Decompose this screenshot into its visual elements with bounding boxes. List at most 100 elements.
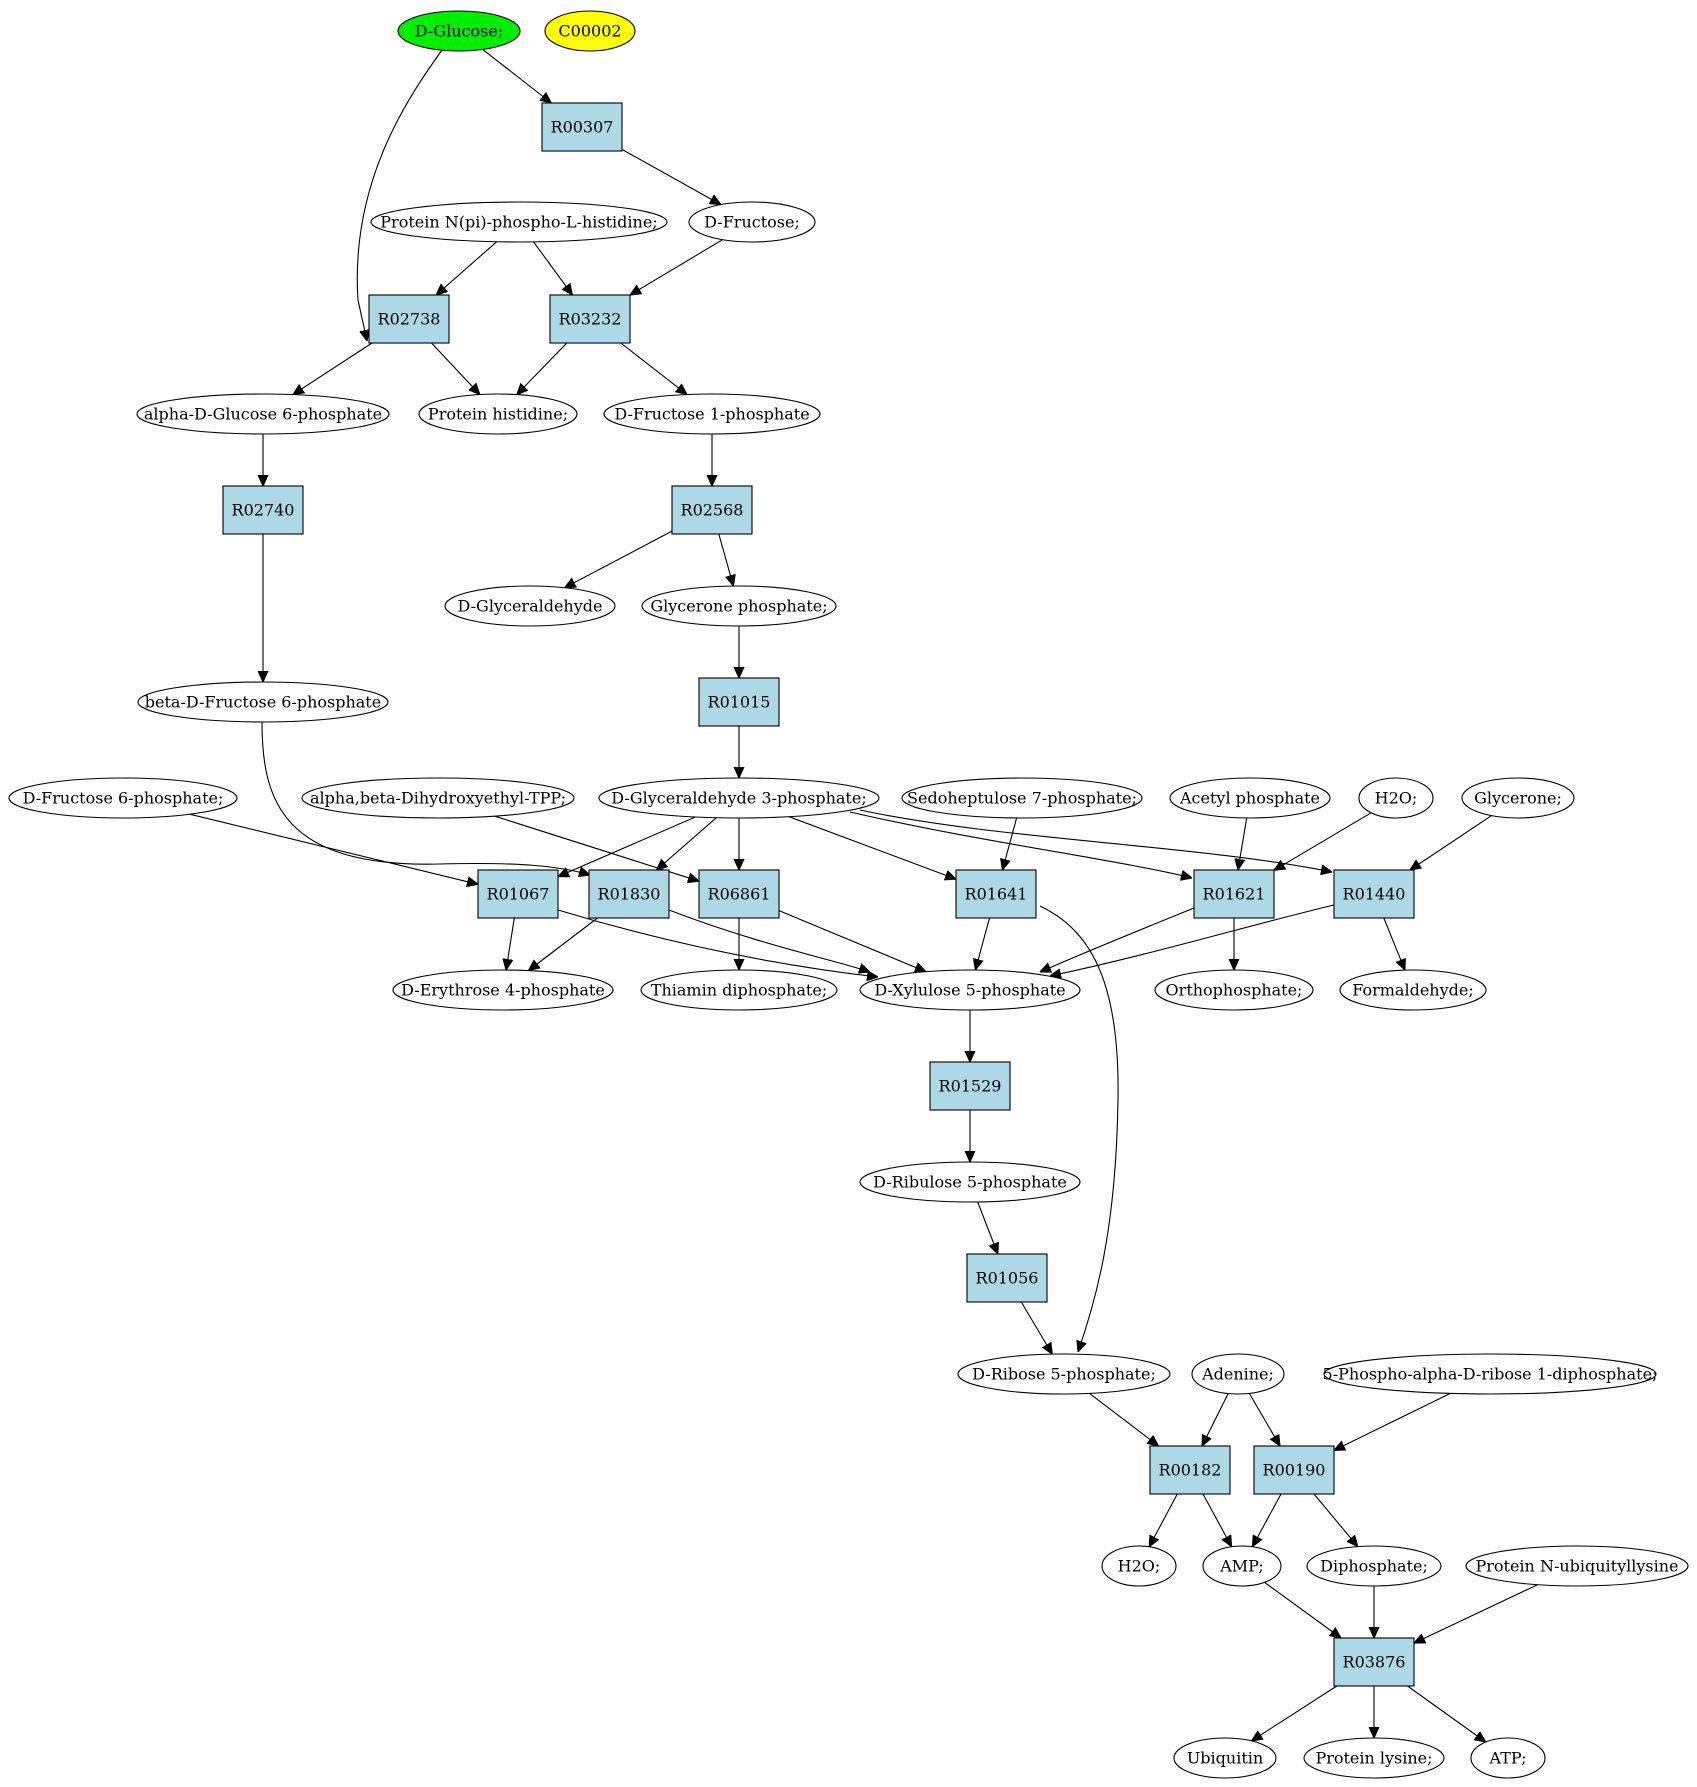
reaction-label: R01056 bbox=[976, 1269, 1039, 1288]
edge-R01067-to-e4p bbox=[506, 917, 515, 970]
compound-node-ortho[interactable]: Orthophosphate; bbox=[1154, 969, 1314, 1011]
edge-R01056-to-r5p bbox=[1020, 1301, 1052, 1354]
reaction-node-R00182[interactable]: R00182 bbox=[1149, 1445, 1231, 1495]
compound-node-acp[interactable]: Acetyl phosphate bbox=[1169, 777, 1331, 819]
compound-node-c00002[interactable]: C00002 bbox=[544, 10, 636, 52]
reaction-node-R00190[interactable]: R00190 bbox=[1253, 1445, 1335, 1495]
reaction-node-R02738[interactable]: R02738 bbox=[368, 294, 450, 344]
compound-node-f1p[interactable]: D-Fructose 1-phosphate bbox=[603, 393, 821, 435]
compound-label: Thiamin diphosphate; bbox=[651, 981, 827, 1000]
edge-R03876-to-atp bbox=[1407, 1685, 1486, 1742]
reaction-label: R01015 bbox=[708, 693, 771, 712]
edge-r5p-to-R00182 bbox=[1089, 1392, 1159, 1446]
edge-g3p-to-R01830 bbox=[657, 817, 717, 870]
edge-g3p-to-R01641 bbox=[788, 816, 956, 879]
reaction-node-R01440[interactable]: R01440 bbox=[1333, 869, 1415, 919]
compound-node-atp[interactable]: ATP; bbox=[1470, 1737, 1546, 1779]
compound-ellipse bbox=[641, 585, 837, 627]
reaction-box bbox=[966, 1253, 1048, 1303]
compound-node-dipho[interactable]: Diphosphate; bbox=[1306, 1545, 1442, 1587]
edge-bf6p-to-R01830 bbox=[261, 721, 590, 875]
reaction-box bbox=[549, 294, 631, 344]
compound-node-dglyc[interactable]: D-Glyceraldehyde bbox=[444, 585, 616, 627]
reaction-node-R03876[interactable]: R03876 bbox=[1333, 1637, 1415, 1687]
compound-node-formald[interactable]: Formaldehyde; bbox=[1339, 969, 1487, 1011]
reaction-node-R02740[interactable]: R02740 bbox=[222, 485, 304, 535]
reaction-box bbox=[1149, 1445, 1231, 1495]
reaction-box bbox=[671, 485, 753, 535]
reaction-node-R02568[interactable]: R02568 bbox=[671, 485, 753, 535]
compound-node-thdp[interactable]: Thiamin diphosphate; bbox=[640, 969, 838, 1011]
compound-label: D-Fructose 6-phosphate; bbox=[23, 789, 224, 808]
reaction-node-R01067[interactable]: R01067 bbox=[477, 869, 559, 919]
reaction-box bbox=[477, 869, 559, 919]
compound-ellipse bbox=[8, 777, 238, 819]
compound-label: AMP; bbox=[1219, 1557, 1264, 1576]
edge-acp-to-R01621 bbox=[1238, 817, 1248, 870]
edge-R00190-to-dipho bbox=[1313, 1493, 1358, 1547]
compound-node-ubiq[interactable]: Ubiquitin bbox=[1173, 1737, 1277, 1779]
compound-node-ag6p[interactable]: alpha-D-Glucose 6-phosphate bbox=[136, 393, 390, 435]
reaction-node-R01529[interactable]: R01529 bbox=[929, 1061, 1011, 1111]
compound-ellipse bbox=[137, 681, 389, 723]
compound-node-h2o_a[interactable]: H2O; bbox=[1358, 777, 1434, 819]
compound-node-glyp[interactable]: Glycerone phosphate; bbox=[641, 585, 837, 627]
compound-node-ru5p[interactable]: D-Ribulose 5-phosphate bbox=[859, 1161, 1081, 1203]
compound-label: Ubiquitin bbox=[1187, 1749, 1263, 1768]
edge-R03232-to-phist bbox=[517, 342, 568, 395]
edge-g3p-to-R01621 bbox=[849, 811, 1192, 878]
compound-node-bf6p[interactable]: beta-D-Fructose 6-phosphate bbox=[137, 681, 389, 723]
compound-label: Protein histidine; bbox=[428, 405, 568, 424]
compound-node-phis[interactable]: Protein N(pi)-phospho-L-histidine; bbox=[370, 201, 668, 243]
reaction-node-R06861[interactable]: R06861 bbox=[698, 869, 780, 919]
edge-amp-to-R03876 bbox=[1264, 1581, 1342, 1638]
compound-node-e4p[interactable]: D-Erythrose 4-phosphate bbox=[392, 969, 614, 1011]
reaction-box bbox=[698, 869, 780, 919]
compound-node-fructose[interactable]: D-Fructose; bbox=[688, 201, 816, 243]
compound-node-tpp[interactable]: alpha,beta-Dihydroxyethyl-TPP; bbox=[301, 777, 575, 819]
edge-R01641-to-x5p bbox=[975, 917, 991, 970]
reaction-node-R01641[interactable]: R01641 bbox=[955, 869, 1037, 919]
reaction-label: R02740 bbox=[232, 501, 295, 520]
reaction-label: R03876 bbox=[1343, 1653, 1406, 1672]
compound-node-publ[interactable]: Protein N-ubiquityllysine bbox=[1465, 1545, 1689, 1587]
compound-node-h2o_b[interactable]: H2O; bbox=[1101, 1545, 1177, 1587]
reaction-node-R01621[interactable]: R01621 bbox=[1193, 869, 1275, 919]
compound-node-plys[interactable]: Protein lysine; bbox=[1303, 1737, 1445, 1779]
edge-R01830-to-e4p bbox=[529, 917, 598, 971]
compound-label: Orthophosphate; bbox=[1166, 981, 1303, 1000]
reaction-node-R00307[interactable]: R00307 bbox=[541, 102, 623, 152]
edge-R01830-to-x5p bbox=[668, 909, 870, 972]
compound-ellipse bbox=[1323, 1353, 1657, 1395]
compound-node-glucose[interactable]: D-Glucose; bbox=[397, 10, 521, 52]
compound-node-f6p[interactable]: D-Fructose 6-phosphate; bbox=[8, 777, 238, 819]
compound-ellipse bbox=[1154, 969, 1314, 1011]
reaction-box bbox=[541, 102, 623, 152]
reaction-node-R01830[interactable]: R01830 bbox=[588, 869, 670, 919]
compound-label: alpha-D-Glucose 6-phosphate bbox=[144, 405, 382, 424]
reaction-label: R02738 bbox=[378, 310, 441, 329]
reaction-node-R03232[interactable]: R03232 bbox=[549, 294, 631, 344]
reaction-label: R01529 bbox=[939, 1077, 1002, 1096]
compound-node-adenine[interactable]: Adenine; bbox=[1191, 1353, 1285, 1395]
compound-node-r5p[interactable]: D-Ribose 5-phosphate; bbox=[957, 1353, 1171, 1395]
compound-node-glycerone[interactable]: Glycerone; bbox=[1461, 777, 1575, 819]
reaction-node-R01056[interactable]: R01056 bbox=[966, 1253, 1048, 1303]
compound-label: Diphosphate; bbox=[1320, 1557, 1428, 1576]
edge-g3p-to-R01440 bbox=[859, 809, 1332, 872]
compound-node-x5p[interactable]: D-Xylulose 5-phosphate bbox=[859, 969, 1081, 1011]
compound-node-phist[interactable]: Protein histidine; bbox=[418, 393, 578, 435]
compound-node-g3p[interactable]: D-Glyceraldehyde 3-phosphate; bbox=[598, 777, 880, 819]
compound-label: D-Ribulose 5-phosphate bbox=[873, 1173, 1067, 1192]
compound-node-s7p[interactable]: Sedoheptulose 7-phosphate; bbox=[901, 777, 1143, 819]
compound-node-prpp[interactable]: 5-Phospho-alpha-D-ribose 1-diphosphate; bbox=[1323, 1353, 1658, 1395]
compound-label: Formaldehyde; bbox=[1352, 981, 1474, 1000]
reaction-node-R01015[interactable]: R01015 bbox=[698, 677, 780, 727]
compound-ellipse bbox=[1191, 1353, 1285, 1395]
edge-R03876-to-ubiq bbox=[1252, 1685, 1338, 1741]
reaction-box bbox=[929, 1061, 1011, 1111]
compound-ellipse bbox=[1306, 1545, 1442, 1587]
compound-node-amp[interactable]: AMP; bbox=[1202, 1545, 1282, 1587]
compound-label: Protein lysine; bbox=[1315, 1749, 1432, 1768]
edge-glucose-to-R02738 bbox=[356, 49, 443, 341]
